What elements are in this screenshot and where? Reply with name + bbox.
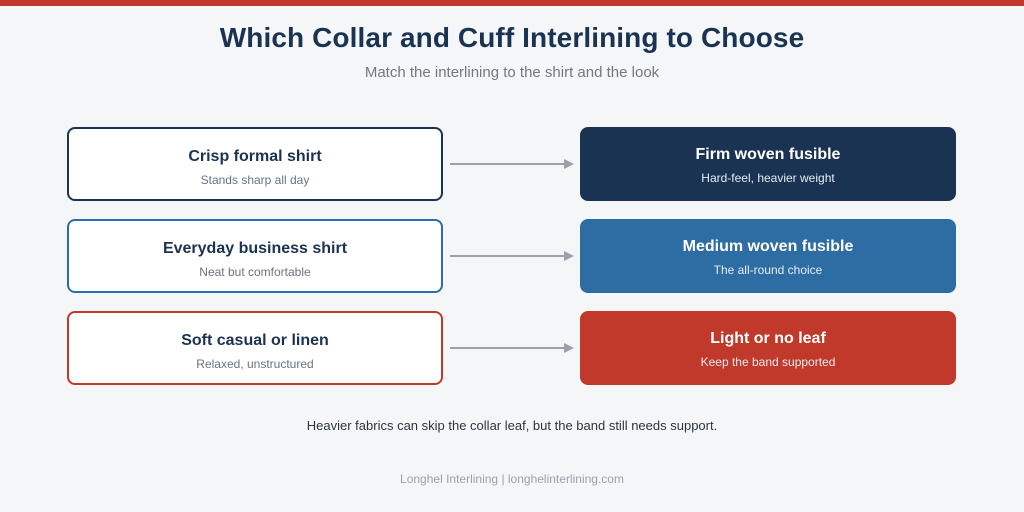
shirt-box-business: Everyday business shirt Neat but comfort…: [67, 219, 443, 293]
interlining-type-label: Medium woven fusible: [682, 238, 854, 255]
shirt-type-label: Soft casual or linen: [181, 332, 329, 349]
interlining-box-firm: Firm woven fusible Hard-feel, heavier we…: [580, 127, 956, 201]
interlining-type-desc: Hard-feel, heavier weight: [701, 171, 835, 185]
arrow-right-icon: [450, 251, 574, 261]
interlining-type-desc: The all-round choice: [713, 263, 823, 277]
shirt-type-desc: Relaxed, unstructured: [196, 357, 314, 371]
interlining-type-desc: Keep the band supported: [700, 355, 836, 369]
arrow-right-icon: [450, 159, 574, 169]
interlining-box-light: Light or no leaf Keep the band supported: [580, 311, 956, 385]
page-title: Which Collar and Cuff Interlining to Cho…: [219, 22, 805, 53]
arrow-right-icon: [450, 343, 574, 353]
footer-credit: Longhel Interlining | longhelinterlining…: [400, 472, 624, 486]
footnote: Heavier fabrics can skip the collar leaf…: [306, 418, 718, 433]
page-subtitle: Match the interlining to the shirt and t…: [364, 64, 660, 81]
shirt-type-desc: Neat but comfortable: [199, 265, 311, 279]
shirt-box-formal: Crisp formal shirt Stands sharp all day: [67, 127, 443, 201]
interlining-box-medium: Medium woven fusible The all-round choic…: [580, 219, 956, 293]
shirt-type-desc: Stands sharp all day: [200, 173, 310, 187]
shirt-box-casual: Soft casual or linen Relaxed, unstructur…: [67, 311, 443, 385]
top-accent-bar: [0, 0, 1024, 6]
shirt-type-label: Everyday business shirt: [162, 240, 348, 257]
shirt-type-label: Crisp formal shirt: [188, 148, 322, 165]
interlining-type-label: Light or no leaf: [710, 330, 826, 347]
interlining-type-label: Firm woven fusible: [695, 146, 841, 163]
